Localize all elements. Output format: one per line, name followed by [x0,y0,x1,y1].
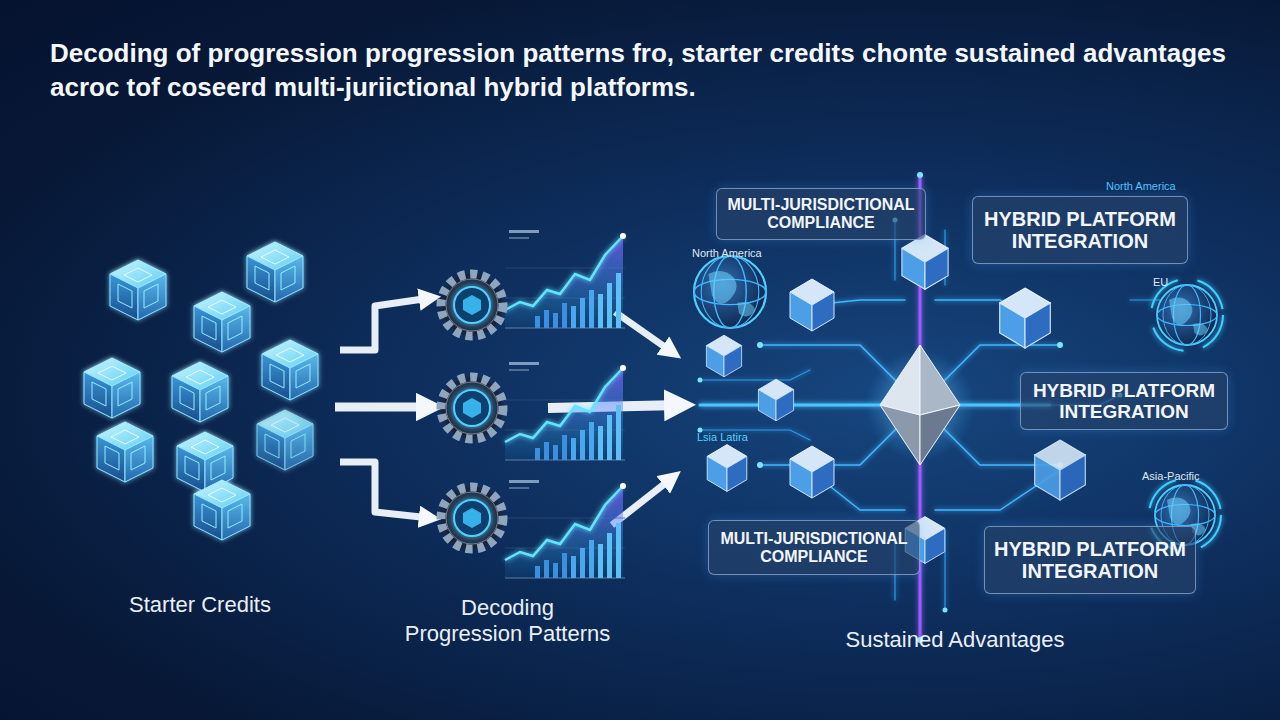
credit-cube [194,480,250,540]
flow-arrow [615,312,672,352]
gem-icon [758,379,793,421]
gem-icon [902,235,948,290]
box-text: MULTI-JURISDICTIONAL COMPLIANCE [713,530,915,566]
flow-arrow [340,462,430,518]
hub-facet [880,345,920,415]
growth-chart [505,480,626,578]
flow-arrow [340,298,430,350]
text-box: MULTI-JURISDICTIONAL COMPLIANCE [716,188,926,240]
diagram-title: Decoding of progression progression patt… [50,36,1230,104]
credit-cube [110,260,166,320]
region-label: Lsia Latira [697,431,777,444]
gem-icon [1000,288,1051,348]
box-text: HYBRID PLATFORM INTEGRATION [989,538,1191,583]
text-box: MULTI-JURISDICTIONAL COMPLIANCE [708,520,920,575]
gear-icon [441,487,503,549]
globe-icon [1157,285,1217,345]
cube-cluster [84,242,318,540]
gem-icon [1035,440,1086,500]
credit-cube [262,340,318,400]
gear-icon [441,377,503,439]
box-text: HYBRID PLATFORM INTEGRATION [1025,380,1223,423]
region-label: Asia-Pacific [1142,470,1232,483]
stage-label: Sustained Advantages [805,627,1105,653]
hub-diamond [880,345,960,465]
credit-cube [84,358,140,418]
hub-facet [920,345,960,415]
gear-icon [441,274,503,336]
box-text: HYBRID PLATFORM INTEGRATION [977,208,1183,253]
gem-icon [790,446,834,498]
flow-arrows [335,298,680,525]
text-box: HYBRID PLATFORM INTEGRATION [972,196,1188,264]
text-box: HYBRID PLATFORM INTEGRATION [1020,372,1228,430]
hub-facet [920,405,960,465]
stage-label: Starter Credits [70,592,330,618]
gem-icon [707,445,747,492]
growth-chart [505,230,626,328]
gem-icon [706,335,741,377]
gem-icon [790,279,834,331]
credit-cube [247,242,303,302]
growth-chart [505,362,626,460]
region-label: North America [692,247,782,260]
circuit-dot [943,608,948,613]
circuit-dot [757,342,763,348]
circuit-dot [1057,342,1063,348]
text-box: HYBRID PLATFORM INTEGRATION [984,526,1196,594]
box-text: MULTI-JURISDICTIONAL COMPLIANCE [721,196,921,232]
credit-cube [97,422,153,482]
circuit-dot [917,172,923,178]
credit-cube [257,410,313,470]
credit-cube [194,292,250,352]
flow-arrow [335,403,430,412]
stage-label: Decoding Progression Patterns [402,595,613,648]
circuit-dot [757,462,763,468]
region-label: EU [1153,276,1193,289]
region-label: North America [1106,180,1196,193]
credit-cube [172,362,228,422]
circuit-dot [698,378,703,383]
hub-facet [880,405,920,465]
globe-icon [694,256,766,328]
globe-ring [1151,279,1223,351]
